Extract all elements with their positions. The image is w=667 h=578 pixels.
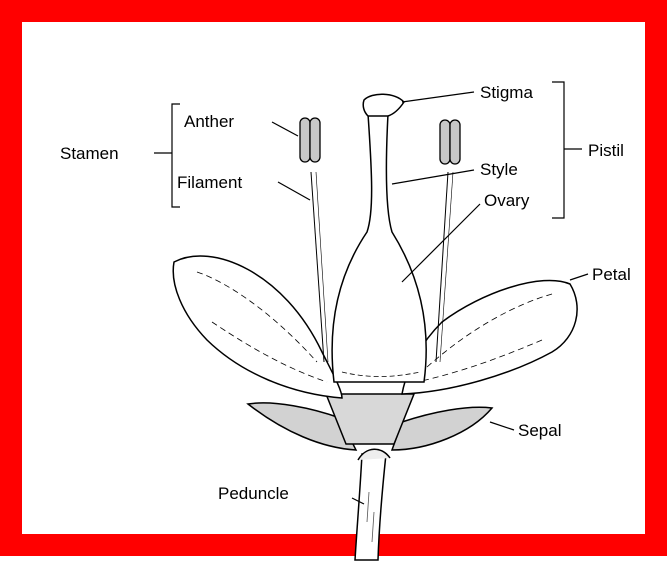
petal-label: Petal [592, 265, 631, 284]
pistil-label: Pistil [588, 141, 624, 160]
peduncle-label: Peduncle [218, 484, 289, 503]
flower-diagram: Stamen Anther Filament Stigma Style Ovar… [22, 22, 667, 578]
sepal-label: Sepal [518, 421, 561, 440]
anther-label: Anther [184, 112, 234, 131]
anther-right [440, 120, 460, 164]
diagram-frame: Stamen Anther Filament Stigma Style Ovar… [0, 0, 667, 556]
petal-left [173, 256, 342, 398]
anther-left [300, 118, 320, 162]
filament-label: Filament [177, 173, 242, 192]
stamen-label: Stamen [60, 144, 119, 163]
stigma-label: Stigma [480, 83, 533, 102]
petal-right [402, 280, 577, 394]
peduncle-stalk [355, 454, 386, 560]
ovary-label: Ovary [484, 191, 530, 210]
sepal-right [392, 407, 492, 450]
stigma-head [363, 94, 404, 116]
style-label: Style [480, 160, 518, 179]
pistil-body [332, 114, 426, 382]
